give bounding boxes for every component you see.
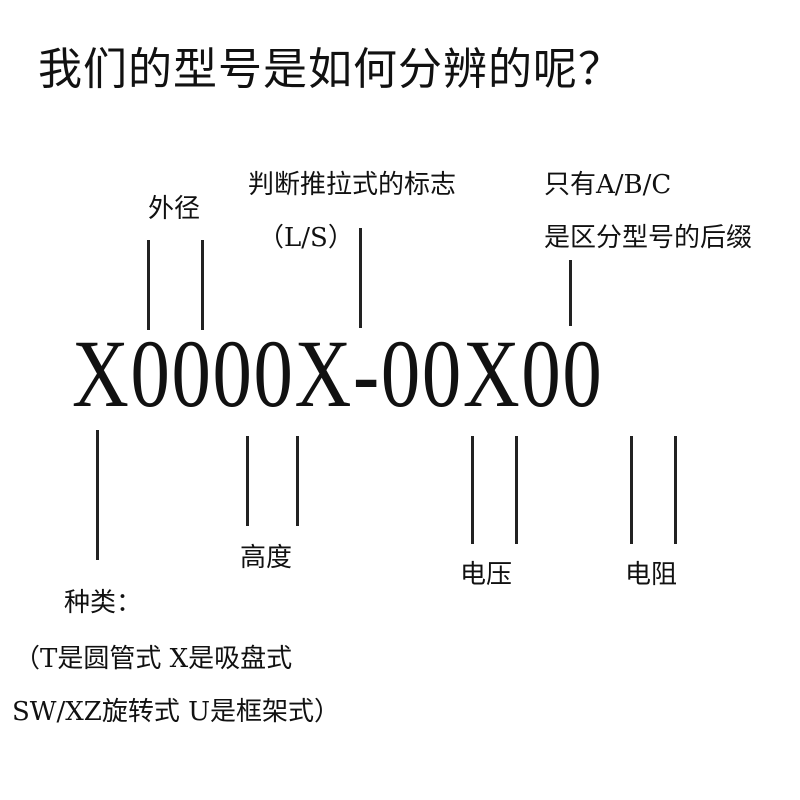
push-pull-line: [359, 228, 362, 328]
outer-diameter-line-right: [201, 240, 204, 330]
outer-diameter-label: 外径: [148, 194, 201, 224]
suffix-label-line2: 是区分型号的后缀: [544, 223, 753, 253]
resistance-line-right: [674, 436, 677, 544]
height-line-right: [296, 436, 299, 526]
type-line1-label: （T是圆管式 X是吸盘式: [14, 644, 293, 674]
type-title-label: 种类：: [64, 588, 143, 618]
model-code: X0000X-00X00: [72, 320, 604, 427]
suffix-label-line1: 只有A/B/C: [544, 170, 672, 200]
type-line: [96, 430, 99, 560]
push-pull-code-label: （L/S）: [258, 223, 354, 253]
height-line-left: [246, 436, 249, 526]
height-label: 高度: [240, 543, 293, 573]
page-title: 我们的型号是如何分辨的呢？: [38, 44, 623, 95]
outer-diameter-line-left: [147, 240, 150, 330]
voltage-line-right: [515, 436, 518, 544]
type-line2-label: SW/XZ旋转式 U是框架式）: [12, 697, 341, 727]
voltage-label: 电压: [460, 560, 513, 590]
push-pull-title-label: 判断推拉式的标志: [248, 170, 457, 200]
suffix-line: [569, 260, 572, 326]
resistance-line-left: [630, 436, 633, 544]
voltage-line-left: [471, 436, 474, 544]
resistance-label: 电阻: [625, 560, 678, 590]
